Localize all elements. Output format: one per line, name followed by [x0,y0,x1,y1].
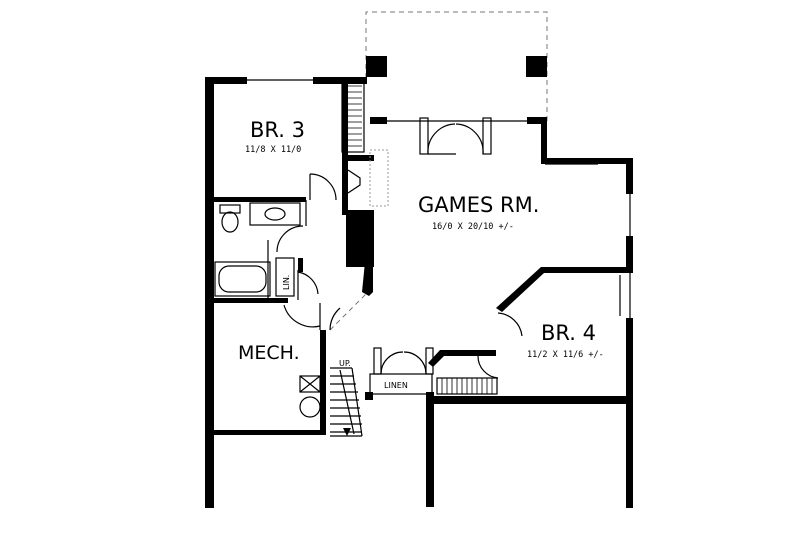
main-stair [330,367,363,437]
stair-hatch-upper [341,79,365,153]
games-room-title: GAMES RM. [418,193,539,217]
angled-door[interactable] [329,293,367,331]
mech-title: MECH. [238,342,300,364]
furnace-unit [299,375,321,393]
vanity-sink [249,202,301,226]
built-in-label: BUILT-IN [356,231,365,263]
lower-walls [205,430,214,508]
interior-lines [247,79,631,318]
french-doors-top[interactable] [419,117,492,155]
games-room-dims: 16/0 X 20/10 +/- [432,222,514,232]
lin-closet [275,257,295,297]
mech-door[interactable] [283,303,321,330]
stair-arrow [343,428,351,436]
br3-dims: 11/8 X 11/0 [245,145,301,155]
up-label: UP. [339,359,351,368]
br4-dims: 11/2 X 11/6 +/- [527,350,604,360]
lin-label: LIN. [282,275,291,290]
closet-door[interactable] [347,169,361,194]
bathtub [214,261,271,297]
bath-door[interactable] [276,225,304,253]
water-heater [299,396,321,418]
stair-hatch-lower [436,377,498,395]
patio-post-left [366,56,387,77]
br4-title: BR. 4 [541,321,596,345]
br3-title: BR. 3 [250,118,305,142]
br3-door[interactable] [309,173,337,201]
toilet [219,204,241,233]
br4-door[interactable] [477,312,523,379]
linen-closet-doors[interactable] [369,347,434,395]
lin-door[interactable] [297,271,319,295]
walls [205,77,633,508]
patio-outline [365,11,548,122]
linen-label: LINEN [384,381,408,390]
patio-post-right [526,56,547,77]
closet-outline [369,149,389,207]
